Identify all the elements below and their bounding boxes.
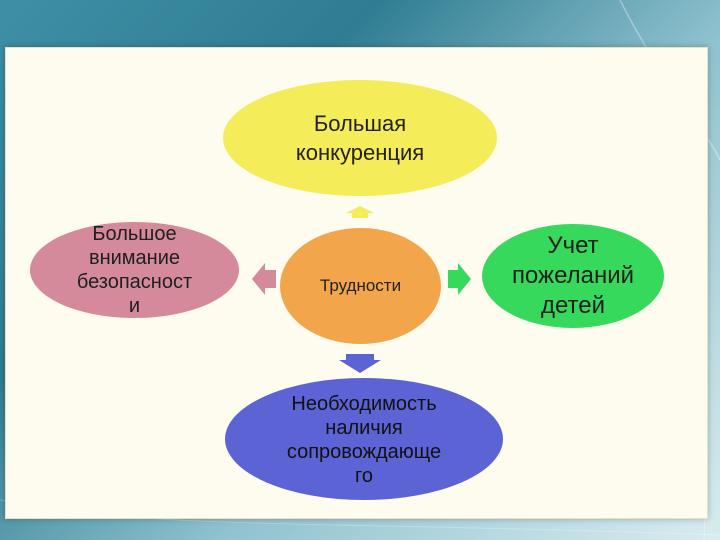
node-top-label: Большая конкуренция: [295, 111, 425, 165]
node-bottom-label: Необходимость наличия сопровождающе го: [286, 393, 442, 487]
node-bottom: Необходимость наличия сопровождающе го: [225, 378, 503, 500]
node-center-label: Трудности: [319, 276, 402, 295]
node-top: Большая конкуренция: [223, 80, 497, 196]
node-right: Учет пожеланий детей: [482, 224, 664, 328]
node-left-label: Большое внимание безопасност и: [76, 223, 193, 317]
node-left: Большое внимание безопасност и: [30, 222, 239, 318]
node-right-label: Учет пожеланий детей: [511, 232, 635, 319]
node-center: Трудности: [280, 228, 441, 344]
